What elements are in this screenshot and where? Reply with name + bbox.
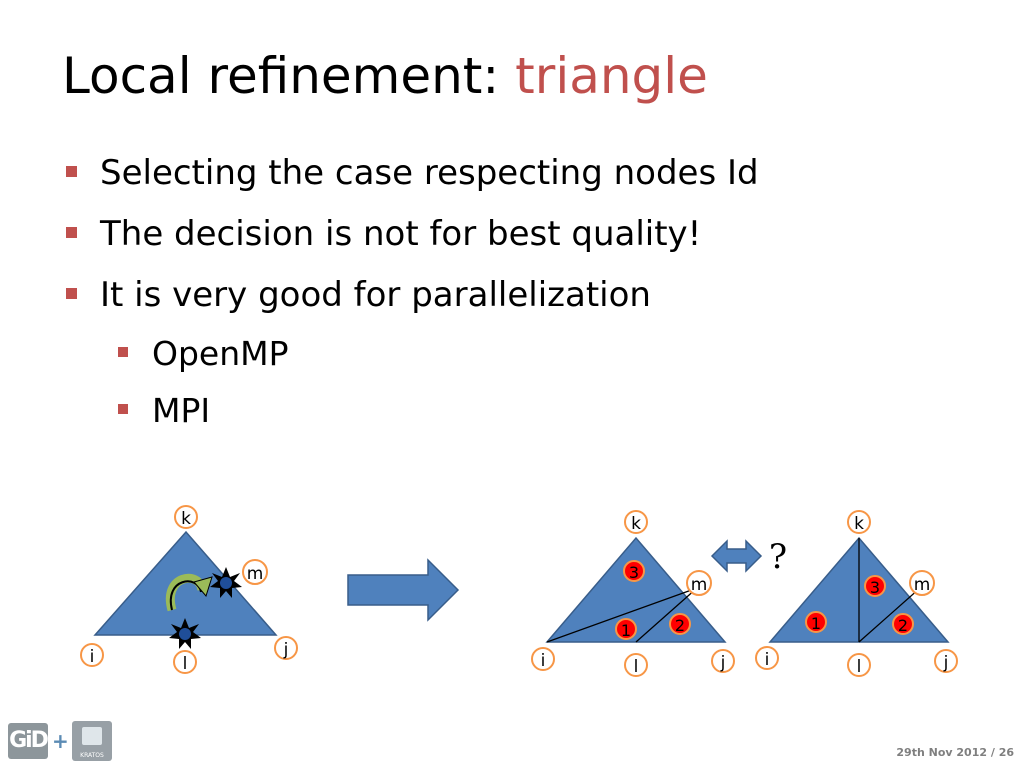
split-line bbox=[635, 587, 698, 643]
region-marker: 2 bbox=[669, 613, 691, 635]
star-node-m-icon bbox=[210, 567, 242, 598]
region-marker: 1 bbox=[805, 611, 827, 633]
node-i: i bbox=[531, 647, 555, 671]
middle-triangle-group: 3 1 2 k m i l j bbox=[531, 510, 735, 677]
node-i: i bbox=[755, 646, 779, 670]
svg-text:3: 3 bbox=[870, 578, 880, 597]
svg-text:m: m bbox=[247, 564, 264, 584]
split-line bbox=[858, 587, 921, 643]
rotation-arrow-head-icon bbox=[193, 576, 213, 598]
node-k: k bbox=[174, 505, 198, 529]
svg-text:1: 1 bbox=[621, 621, 631, 640]
region-marker: 2 bbox=[892, 613, 914, 635]
slide-title: Local refinement: triangle bbox=[62, 44, 708, 108]
svg-text:j: j bbox=[720, 653, 726, 673]
node-m: m bbox=[242, 559, 268, 585]
svg-text:l: l bbox=[634, 657, 639, 677]
node-i: i bbox=[80, 643, 104, 667]
bullet-square-icon bbox=[118, 347, 128, 357]
transform-arrow-icon bbox=[347, 558, 460, 622]
left-triangle-group: k m i j l bbox=[80, 505, 298, 674]
node-l: l bbox=[847, 653, 871, 677]
bullet-item: It is very good for parallelization bbox=[62, 268, 759, 329]
bullet-square-icon bbox=[66, 288, 77, 299]
svg-text:j: j bbox=[943, 653, 949, 673]
svg-text:3: 3 bbox=[629, 563, 639, 582]
node-j: j bbox=[711, 649, 735, 673]
region-marker: 3 bbox=[864, 575, 886, 597]
svg-text:m: m bbox=[914, 575, 931, 595]
node-k: k bbox=[847, 510, 871, 534]
bullet-text: The decision is not for best quality! bbox=[100, 214, 702, 254]
svg-text:l: l bbox=[857, 657, 862, 677]
svg-text:k: k bbox=[631, 514, 641, 534]
region-marker: 1 bbox=[615, 618, 637, 640]
sub-bullet-text: OpenMP bbox=[152, 334, 289, 373]
sub-bullet-text: MPI bbox=[152, 391, 211, 430]
node-k: k bbox=[624, 510, 648, 534]
footer-date-page: 29th Nov 2012 / 26 bbox=[896, 746, 1014, 759]
bullet-item: Selecting the case respecting nodes Id bbox=[62, 146, 759, 207]
bullet-square-icon bbox=[66, 227, 77, 238]
svg-text:k: k bbox=[181, 509, 191, 529]
kratos-shape-icon bbox=[82, 727, 102, 745]
gid-logo: GiD bbox=[8, 723, 49, 759]
svg-text:i: i bbox=[541, 651, 546, 671]
svg-text:j: j bbox=[283, 640, 289, 660]
svg-text:2: 2 bbox=[675, 616, 685, 635]
node-l: l bbox=[624, 653, 648, 677]
bullet-list: Selecting the case respecting nodes Id T… bbox=[62, 146, 759, 443]
sub-bullet-item: OpenMP bbox=[62, 329, 759, 386]
node-m: m bbox=[686, 570, 712, 596]
double-arrow-icon bbox=[710, 539, 763, 573]
bullet-text: Selecting the case respecting nodes Id bbox=[100, 153, 759, 193]
title-accent: triangle bbox=[515, 47, 708, 105]
node-j: j bbox=[274, 636, 298, 660]
title-main: Local refinement: bbox=[62, 47, 516, 105]
bullet-item: The decision is not for best quality! bbox=[62, 207, 759, 268]
svg-text:2: 2 bbox=[898, 616, 908, 635]
svg-text:i: i bbox=[765, 650, 770, 670]
kratos-text: KRATOS bbox=[80, 752, 104, 759]
svg-text:k: k bbox=[854, 514, 864, 534]
bullet-square-icon bbox=[118, 404, 128, 414]
split-line bbox=[546, 587, 698, 643]
svg-text:l: l bbox=[183, 654, 188, 674]
svg-text:1: 1 bbox=[811, 614, 821, 633]
svg-text:i: i bbox=[90, 647, 95, 667]
question-mark: ? bbox=[769, 537, 787, 577]
svg-text:m: m bbox=[691, 575, 708, 595]
bullet-text: It is very good for parallelization bbox=[100, 275, 651, 315]
node-j: j bbox=[934, 649, 958, 673]
plus-sign: + bbox=[52, 729, 69, 753]
sub-bullet-item: MPI bbox=[62, 386, 759, 443]
kratos-logo: KRATOS bbox=[72, 721, 112, 761]
bullet-square-icon bbox=[66, 166, 77, 177]
node-l: l bbox=[173, 650, 197, 674]
region-marker: 3 bbox=[623, 560, 645, 582]
right-triangle-group: 1 3 2 k m i l j bbox=[755, 510, 958, 677]
star-node-l-icon bbox=[169, 618, 201, 649]
node-m: m bbox=[909, 570, 935, 596]
